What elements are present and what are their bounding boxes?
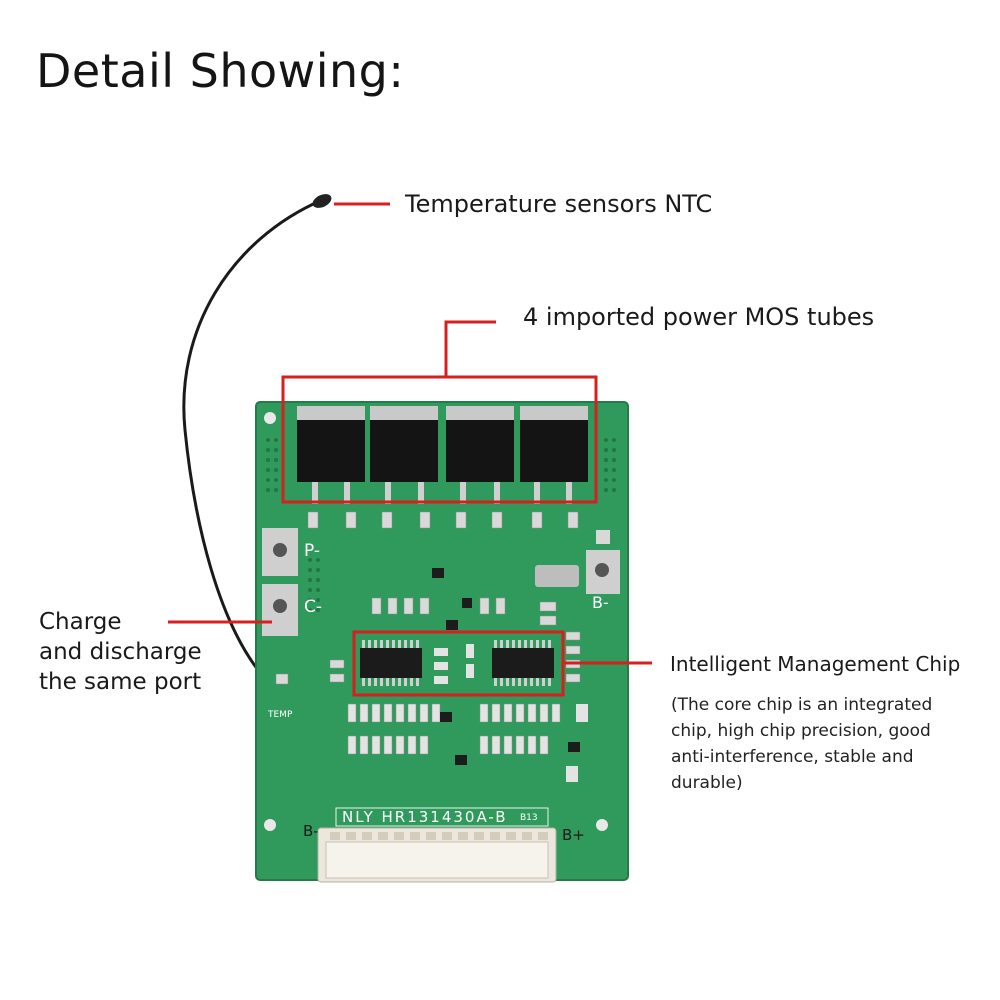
mos-callout: 4 imported power MOS tubes <box>523 303 875 331</box>
management-chip-2 <box>492 640 554 686</box>
ntc-sensor-bead <box>312 194 332 208</box>
label-temp: TEMP <box>267 710 293 720</box>
label-b-minus: B- <box>303 822 319 840</box>
port-callout-line: and discharge <box>39 639 202 665</box>
page-title: Detail Showing: <box>36 44 405 98</box>
port-callout: Charge and discharge the same port <box>39 607 259 697</box>
chip-note: (The core chip is an integrated chip, hi… <box>671 692 971 796</box>
mosfet-group <box>297 406 588 504</box>
label-c-minus: C- <box>304 597 322 617</box>
chip-callout: Intelligent Management Chip <box>670 652 961 676</box>
mos-leader-line <box>444 320 496 377</box>
label-b-plus: B+ <box>562 826 585 844</box>
management-chip-1 <box>360 640 422 686</box>
chip-note-line: (The core chip is an integrated <box>671 695 933 715</box>
chip-note-line: anti-interference, stable and <box>671 747 914 767</box>
chip-note-line: chip, high chip precision, good <box>671 721 931 741</box>
ntc-callout: Temperature sensors NTC <box>405 190 713 218</box>
label-p-minus: P- <box>304 541 320 561</box>
port-callout-line: Charge <box>39 609 122 635</box>
label-model: NLY HR131430A-B <box>342 808 508 826</box>
port-callout-line: the same port <box>39 669 202 695</box>
label-b-minus-right: B- <box>592 593 609 612</box>
mos-highlight-box <box>281 375 598 504</box>
ntc-wire <box>182 198 323 671</box>
label-b13: B13 <box>520 813 538 823</box>
chip-note-line: durable) <box>671 773 743 793</box>
